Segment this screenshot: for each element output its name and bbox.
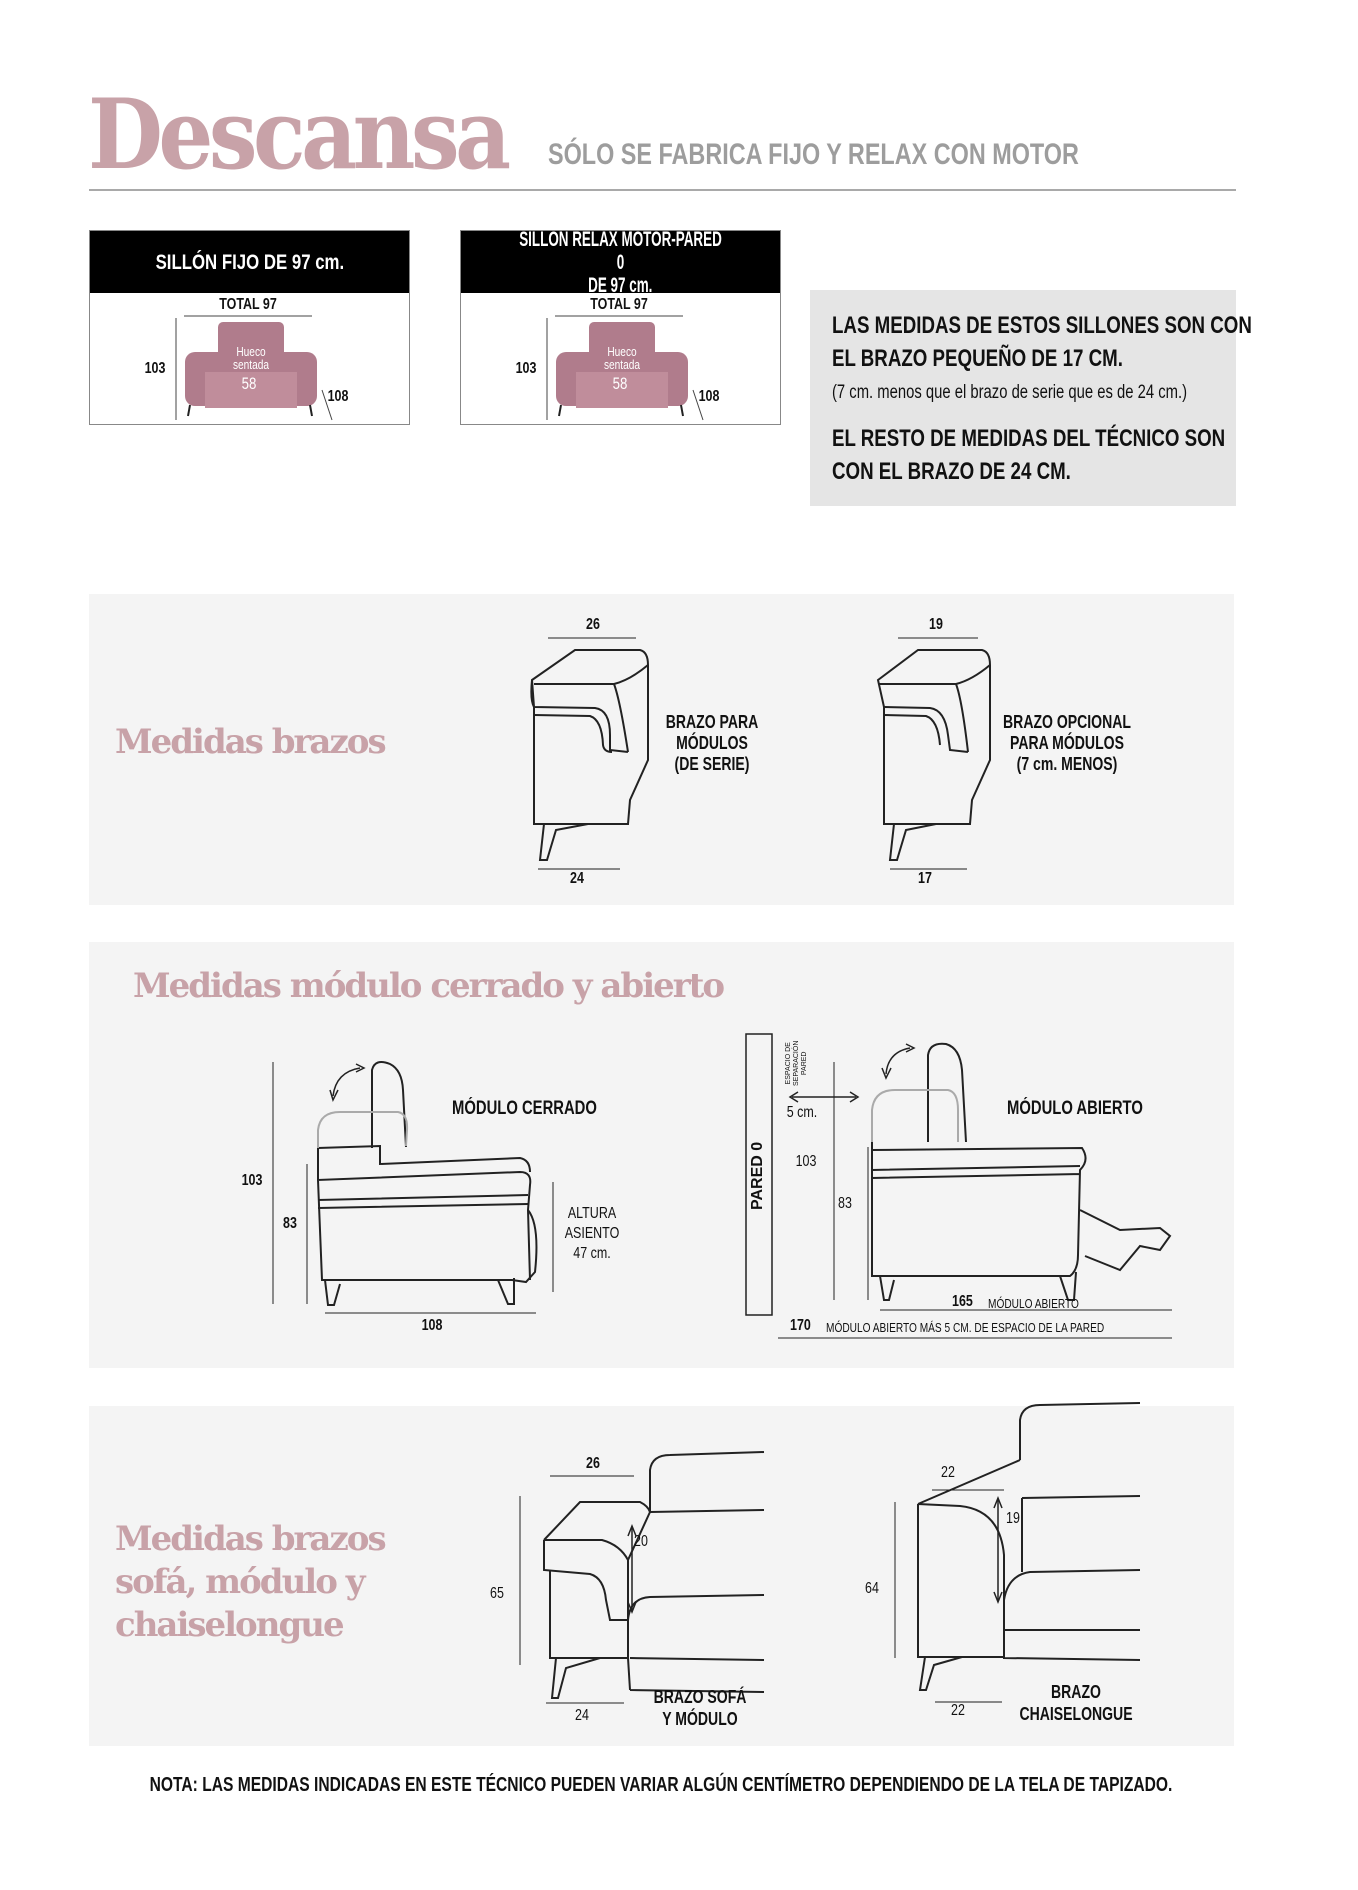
dim-total: 170	[790, 1317, 811, 1334]
depth-dim: 108	[327, 388, 349, 405]
dim-gap: 5 cm.	[786, 1104, 818, 1121]
dim-total-label: MÓDULO ABIERTO MÁS 5 CM. DE ESPACIO DE L…	[826, 1320, 1105, 1335]
chaise-arm-drawing	[894, 1402, 1141, 1703]
arm-optional-drawing	[876, 637, 991, 870]
chair-image-fixed	[185, 322, 317, 417]
info-text: EL BRAZO PEQUEÑO DE 17 CM.	[832, 345, 1123, 372]
dim-bottom: 24	[575, 1707, 589, 1724]
dim-height: 65	[490, 1585, 504, 1602]
dim-inner: 19	[1006, 1510, 1020, 1527]
chair-card-fixed: SILLÓN FIJO DE 97 cm.	[89, 230, 410, 425]
total-width: TOTAL 97	[219, 296, 277, 313]
module-open-drawing	[745, 1033, 1172, 1339]
info-text: EL RESTO DE MEDIDAS DEL TÉCNICO SON	[832, 425, 1226, 452]
dim-height-back: 83	[283, 1215, 297, 1232]
dim-top: 22	[941, 1464, 955, 1481]
chair-title: SILLÓN FIJO DE 97 cm.	[155, 250, 344, 274]
dim-height-total: 103	[795, 1153, 817, 1170]
module-panel	[89, 942, 1234, 1368]
divider	[89, 189, 1236, 191]
wall-label: PARED 0	[749, 1141, 766, 1210]
dim-bottom: 24	[570, 870, 584, 887]
seat-width: 58	[612, 374, 628, 393]
section-title-module: Medidas módulo cerrado y abierto	[133, 966, 725, 1006]
dim-bottom: 22	[951, 1702, 965, 1719]
dim-inner: 20	[634, 1533, 648, 1550]
height-dim: 103	[144, 360, 166, 377]
sofa-arm-drawing	[519, 1451, 765, 1704]
dim-height-total: 103	[241, 1172, 263, 1189]
section-title-arms: Medidas brazos	[115, 722, 387, 762]
seat-width: 58	[241, 374, 257, 393]
total-width: TOTAL 97	[590, 296, 648, 313]
arm-standard-drawing	[530, 637, 649, 870]
dim-depth: 108	[421, 1317, 443, 1334]
depth-dim: 108	[698, 388, 720, 405]
info-text: CON EL BRAZO DE 24 CM.	[832, 458, 1071, 485]
dim-top: 26	[586, 1455, 600, 1472]
dim-height: 64	[865, 1580, 879, 1597]
closed-label: MÓDULO CERRADO	[452, 1098, 597, 1119]
dim-depth-open-label: MÓDULO ABIERTO	[988, 1296, 1079, 1311]
arms-panel	[89, 594, 1234, 905]
subtitle: SÓLO SE FABRICA FIJO Y RELAX CON MOTOR	[548, 138, 1079, 171]
dim-depth-open: 165	[952, 1293, 973, 1310]
info-box: LAS MEDIDAS DE ESTOS SILLONES SON CON EL…	[810, 290, 1252, 506]
dim-bottom: 17	[918, 870, 932, 887]
dim-height-back: 83	[838, 1195, 852, 1212]
height-dim: 103	[515, 360, 537, 377]
sofa-arms-panel	[89, 1406, 1234, 1746]
dim-top: 19	[929, 616, 943, 633]
info-text: (7 cm. menos que el brazo de serie que e…	[832, 382, 1188, 403]
info-text: LAS MEDIDAS DE ESTOS SILLONES SON CON	[832, 312, 1252, 339]
dim-top: 26	[586, 616, 600, 633]
chair-image-relax	[556, 322, 688, 417]
page-title: Descansa	[88, 78, 511, 191]
open-label: MÓDULO ABIERTO	[1007, 1098, 1143, 1119]
footnote: NOTA: LAS MEDIDAS INDICADAS EN ESTE TÉCN…	[149, 1774, 1173, 1796]
module-closed-drawing	[272, 1061, 554, 1314]
